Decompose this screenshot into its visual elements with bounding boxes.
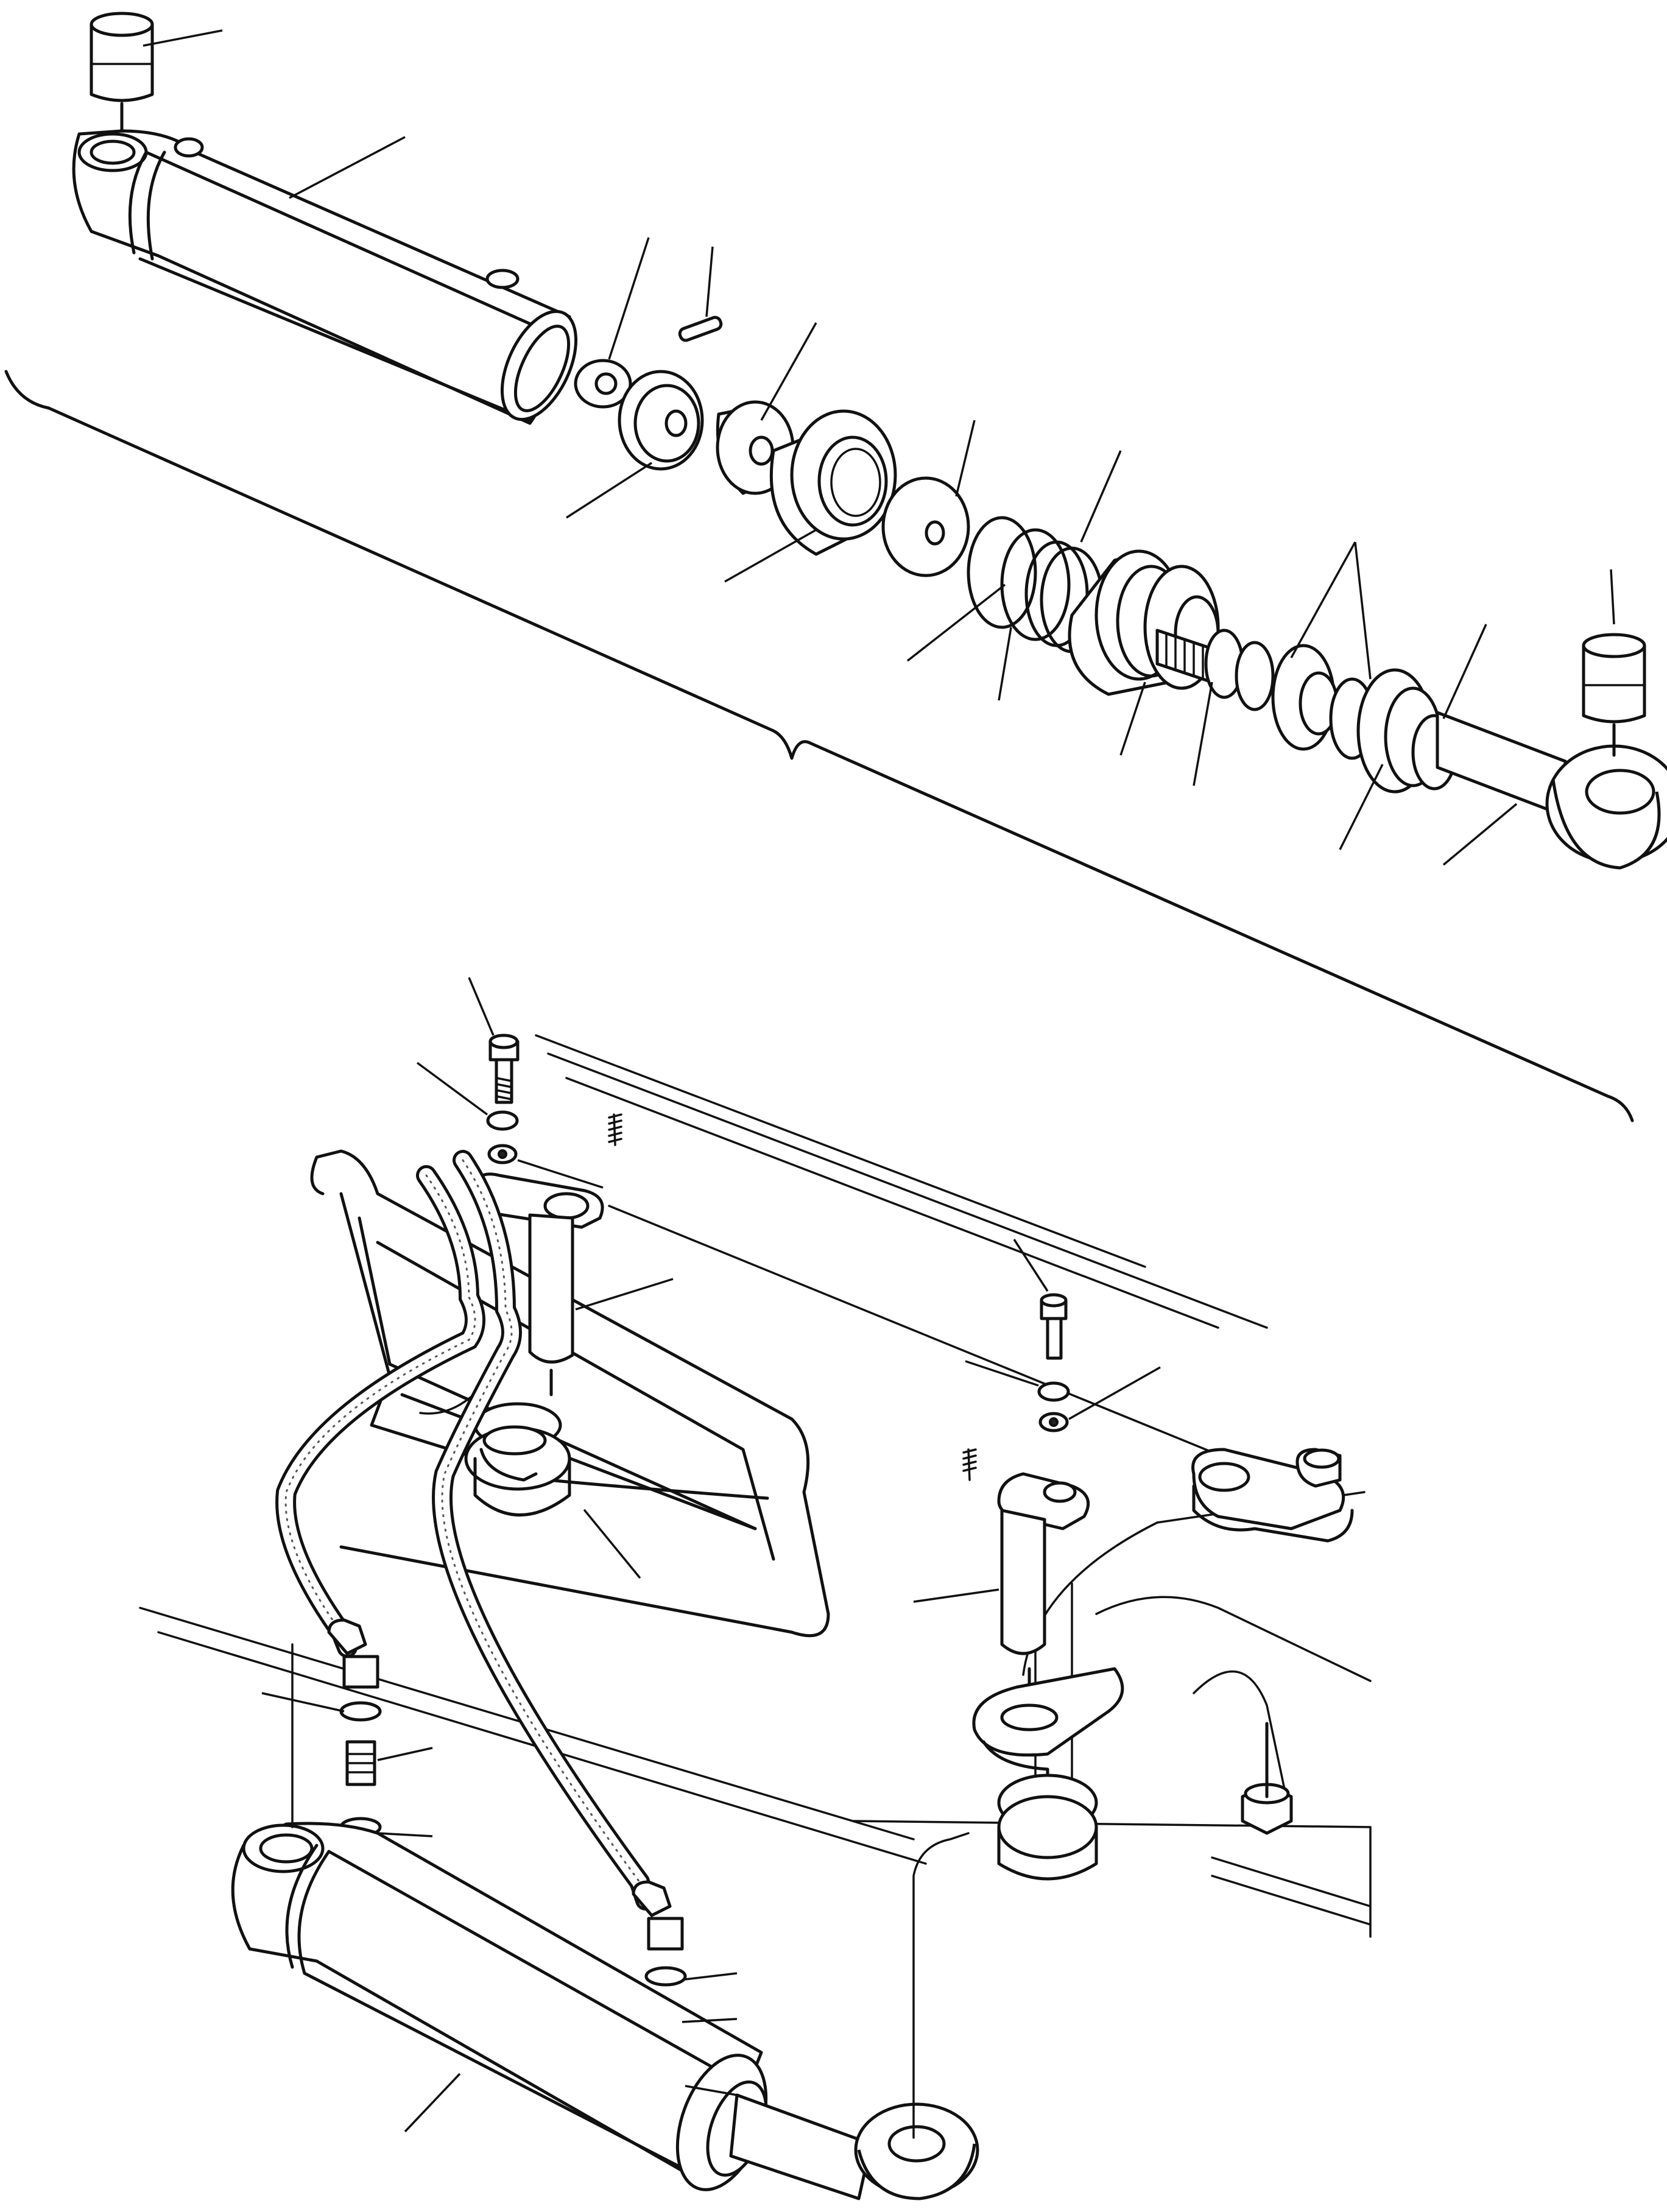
grease-nipple-right <box>962 1448 977 1481</box>
grease-nipple-left <box>608 1113 622 1146</box>
piston-washer <box>881 476 970 577</box>
exploded-cylinder-view <box>4 12 1667 1122</box>
assembly-alignment-lines <box>291 1643 970 2139</box>
mount-plate-left <box>479 1425 547 1482</box>
cylinder-barrel <box>72 129 578 425</box>
assembly-brace <box>4 370 1634 1122</box>
bolt-left <box>486 1034 520 1164</box>
rod-seals <box>1204 629 1457 794</box>
seal-ring-1 <box>618 370 704 471</box>
chassis-frame <box>139 1034 1372 1938</box>
bushing-top-left <box>90 12 154 142</box>
upper-pivot-mount <box>1191 1448 1354 1543</box>
hydraulic-hoses <box>275 1150 656 1911</box>
leader-lines-lower <box>261 977 1161 2133</box>
assembled-cylinder <box>231 1822 979 2200</box>
mount-plate-right <box>972 1667 1124 1881</box>
mounting-view <box>139 1034 1372 2200</box>
pivot-pin-right <box>997 1472 1090 1701</box>
piston-nut <box>574 359 632 409</box>
bolt-right <box>1037 1293 1070 1432</box>
piston-body <box>769 409 897 556</box>
piston-rod <box>1436 711 1667 870</box>
roll-pin <box>678 315 723 342</box>
leader-lines-upper <box>143 29 1615 866</box>
bushing-top-right <box>1582 633 1646 757</box>
nut-right <box>1241 1722 1293 1835</box>
